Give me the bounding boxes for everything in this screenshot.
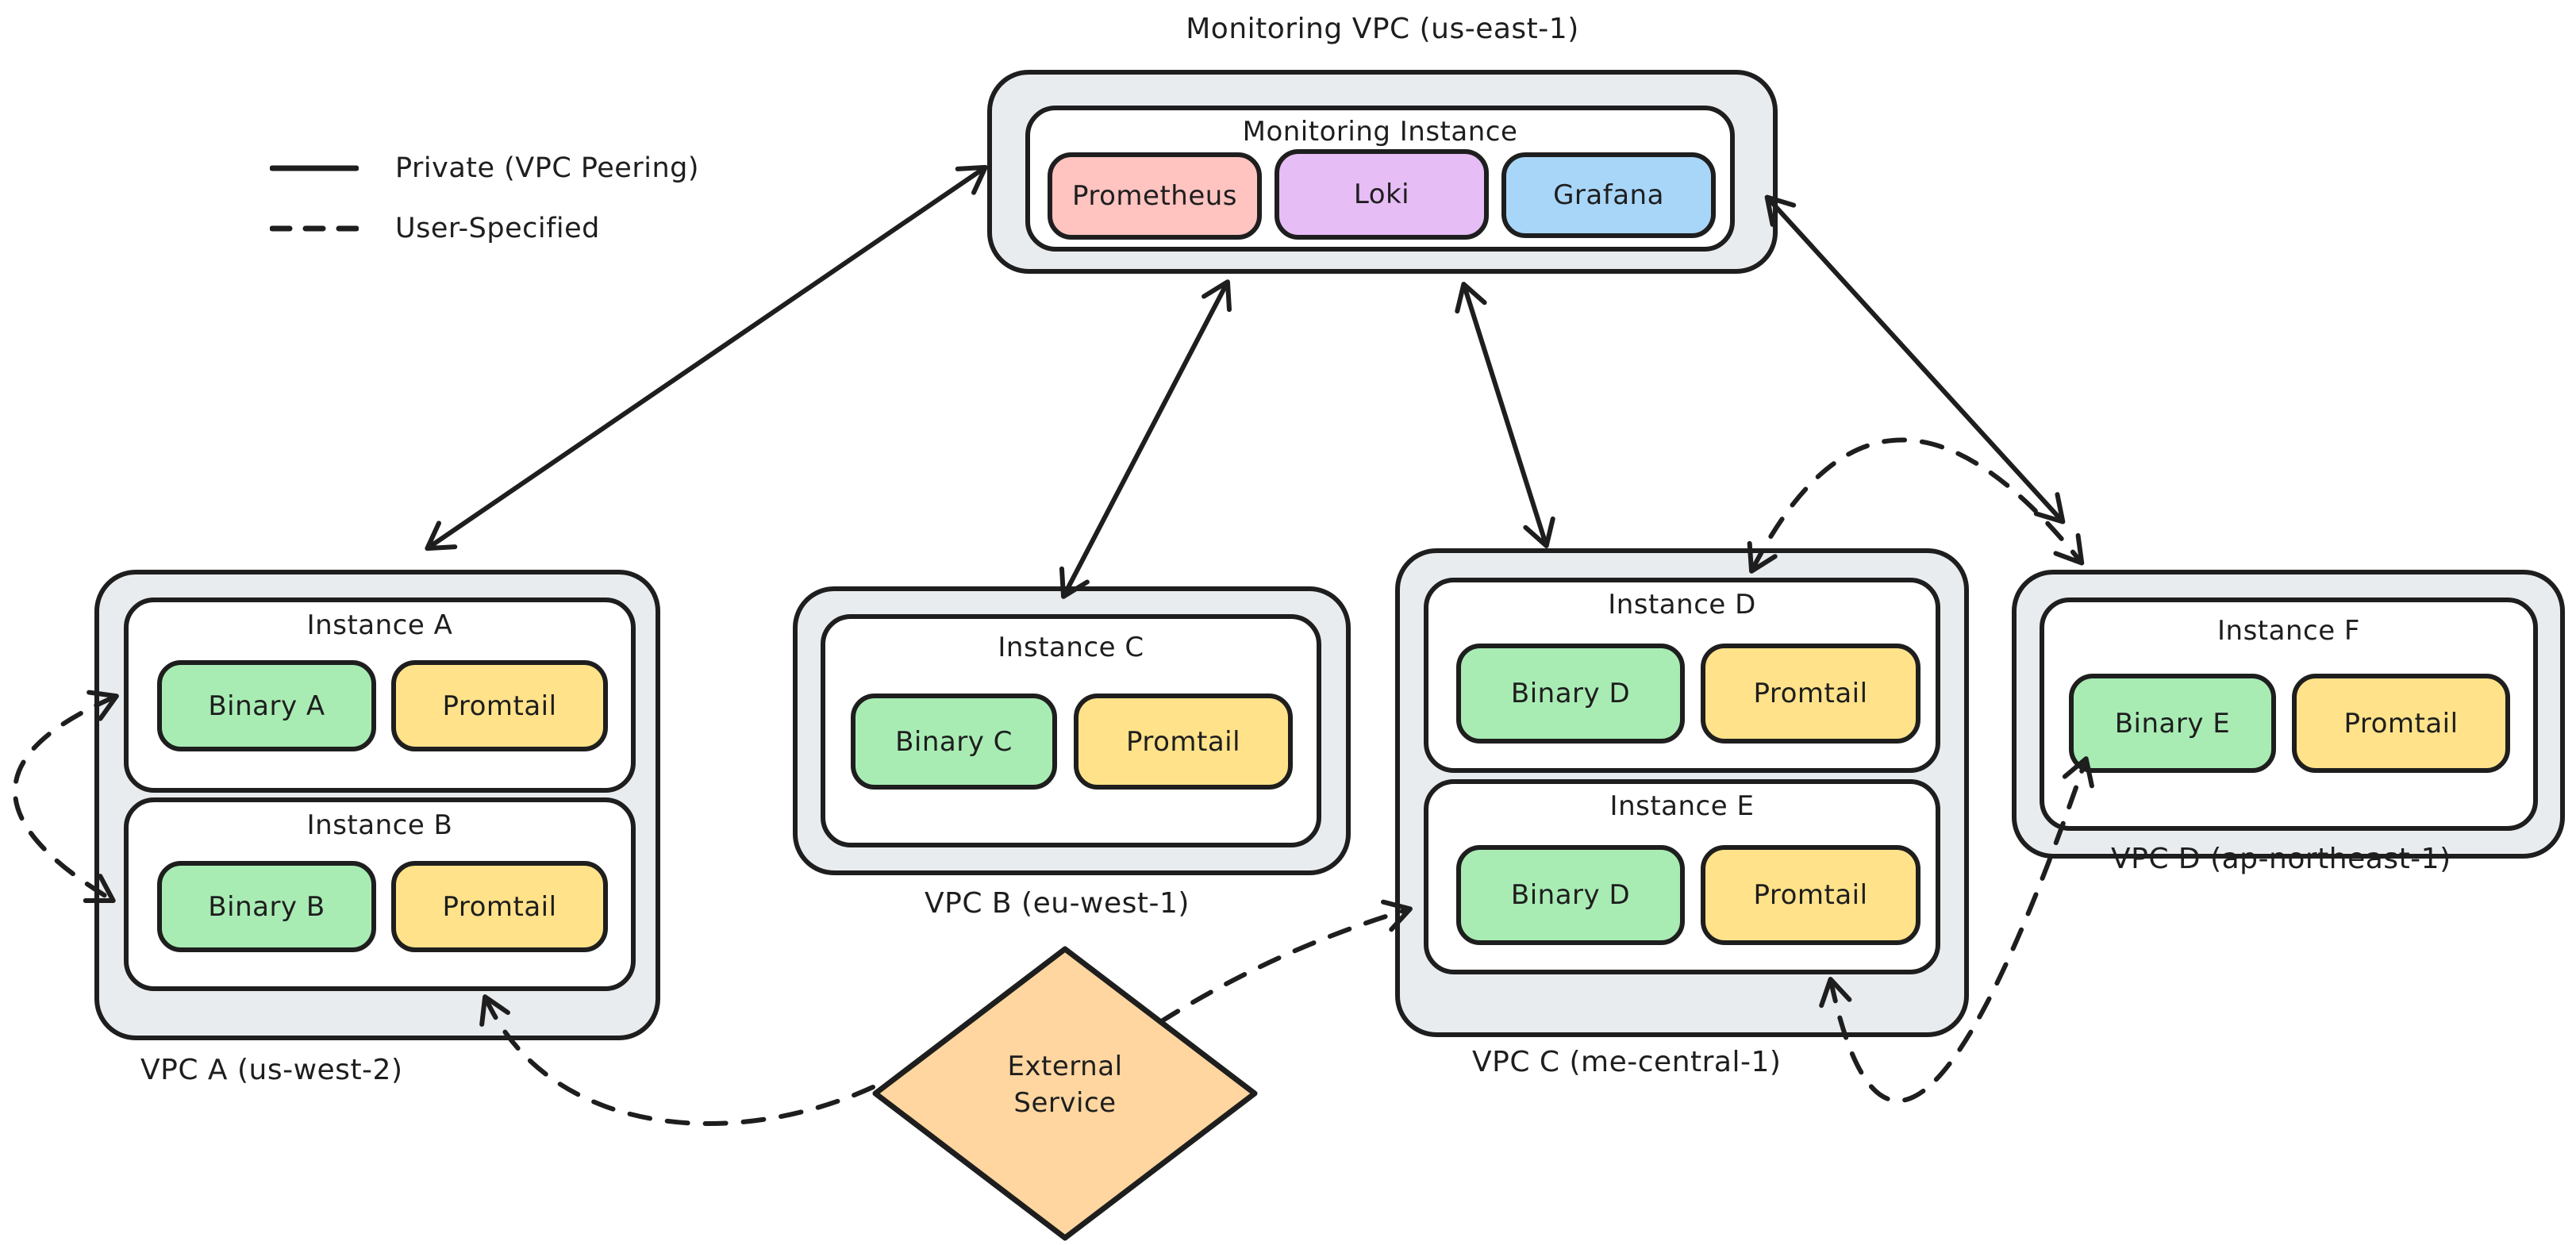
instance-a-label: Instance A [306, 609, 453, 641]
monitoring-instance-label: Monitoring Instance [1242, 116, 1518, 148]
legend-label-private: Private (VPC Peering) [395, 152, 700, 184]
legend-solid-line-icon [270, 165, 359, 171]
binary-d-chip-instance-d: Binary D [1456, 644, 1685, 744]
binary-a-chip: Binary A [157, 660, 376, 751]
binary-b-chip: Binary B [157, 861, 376, 952]
promtail-chip-instance-e: Promtail [1701, 845, 1920, 945]
service-loki: Loki [1275, 149, 1489, 240]
instance-e-label: Instance E [1609, 790, 1755, 822]
promtail-chip-instance-a: Promtail [391, 660, 608, 751]
vpc-b-label: VPC B (eu-west-1) [925, 887, 1190, 920]
instance-d-label: Instance D [1608, 589, 1756, 621]
promtail-chip-instance-f: Promtail [2292, 674, 2510, 773]
monitoring-vpc-title: Monitoring VPC (us-east-1) [1186, 13, 1579, 45]
legend-dashed-line-icon [270, 225, 359, 232]
external-service-label: External Service [946, 1049, 1184, 1122]
binary-e-chip: Binary E [2069, 674, 2276, 773]
promtail-chip-instance-b: Promtail [391, 861, 608, 952]
vpc-c-label: VPC C (me-central-1) [1472, 1046, 1782, 1078]
instance-c-label: Instance C [998, 632, 1144, 663]
service-grafana: Grafana [1501, 152, 1716, 238]
arrow-monitoring-vpc-b [1059, 279, 1232, 599]
service-prometheus: Prometheus [1048, 152, 1262, 240]
promtail-chip-instance-d: Promtail [1701, 644, 1920, 744]
vpc-d-label: VPC D (ap-northeast-1) [2111, 843, 2451, 875]
arrow-monitoring-vpc-d [1764, 194, 2066, 525]
arrow-external-instance-e [1158, 899, 1413, 1024]
binary-d-chip-instance-e: Binary D [1456, 845, 1685, 945]
vpc-a-label: VPC A (us-west-2) [140, 1054, 403, 1086]
legend-item-user-specified: User-Specified [270, 213, 600, 244]
instance-b-label: Instance B [306, 809, 453, 841]
legend-item-private: Private (VPC Peering) [270, 152, 699, 184]
external-service-line1: External [1007, 1051, 1123, 1082]
binary-c-chip: Binary C [851, 694, 1057, 790]
instance-f-label: Instance F [2217, 615, 2360, 647]
external-service-line2: Service [1013, 1086, 1117, 1119]
arrow-monitoring-vpc-c [1455, 282, 1555, 548]
promtail-chip-instance-c: Promtail [1074, 694, 1293, 790]
legend-label-user-specified: User-Specified [395, 213, 600, 244]
